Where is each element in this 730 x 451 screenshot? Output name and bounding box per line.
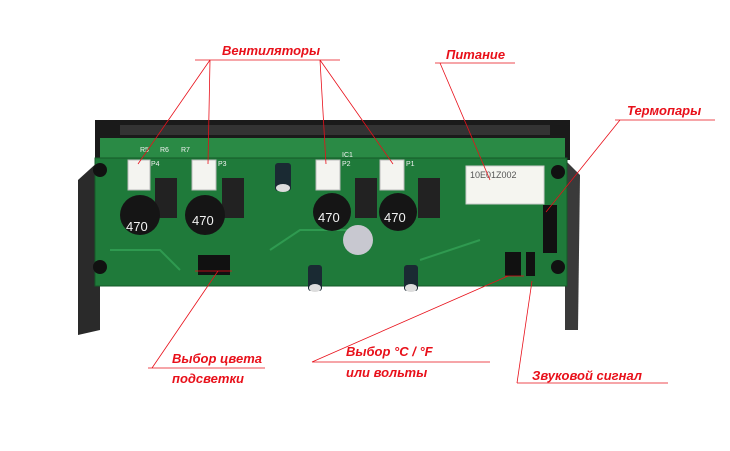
thermocouple-headers: [543, 205, 557, 253]
inductor-label: 470: [192, 213, 214, 228]
r7-label: R7: [181, 147, 190, 154]
power-label: Питание: [446, 47, 506, 62]
power-connector-label: 10E01Z002: [470, 170, 517, 180]
jumpers: [198, 252, 535, 276]
inductor-label: 470: [384, 210, 406, 225]
power-connector: [465, 165, 545, 205]
buzzer-label: Звуковой сигнал: [532, 368, 642, 383]
thermocouples-label: Термопары: [627, 103, 702, 118]
ic1-label: IC1: [342, 152, 353, 159]
annotation-leader-lines: [137, 59, 715, 384]
p4-label: P4: [151, 161, 160, 168]
r6-label: R6: [160, 147, 169, 154]
p3-label: P3: [218, 161, 227, 168]
right-side-panel: [565, 160, 580, 330]
screw-icon: [93, 163, 107, 177]
buzzer: [343, 225, 373, 255]
screw-icon: [551, 260, 565, 274]
r5-label: R5: [140, 147, 149, 154]
display-pcb: [100, 138, 565, 160]
units-label-line1: Выбор °C / °F: [346, 344, 433, 359]
inductor-label: 470: [126, 219, 148, 234]
backlight-label-line1: Выбор цвета: [172, 351, 262, 366]
fan-connectors: [127, 159, 405, 191]
inductor-labels: 470 470 470 470: [126, 210, 406, 234]
backlight-label-line2: подсветки: [172, 371, 244, 386]
transistors: [155, 178, 440, 218]
fans-label: Вентиляторы: [222, 43, 321, 58]
inductors: [120, 193, 417, 235]
screw-icon: [93, 260, 107, 274]
p2-label: P2: [342, 161, 351, 168]
inductor-label: 470: [318, 210, 340, 225]
capacitors: [275, 163, 418, 292]
screw-icon: [551, 165, 565, 179]
p1-label: P1: [406, 161, 415, 168]
units-label-line2: или вольты: [346, 365, 428, 380]
